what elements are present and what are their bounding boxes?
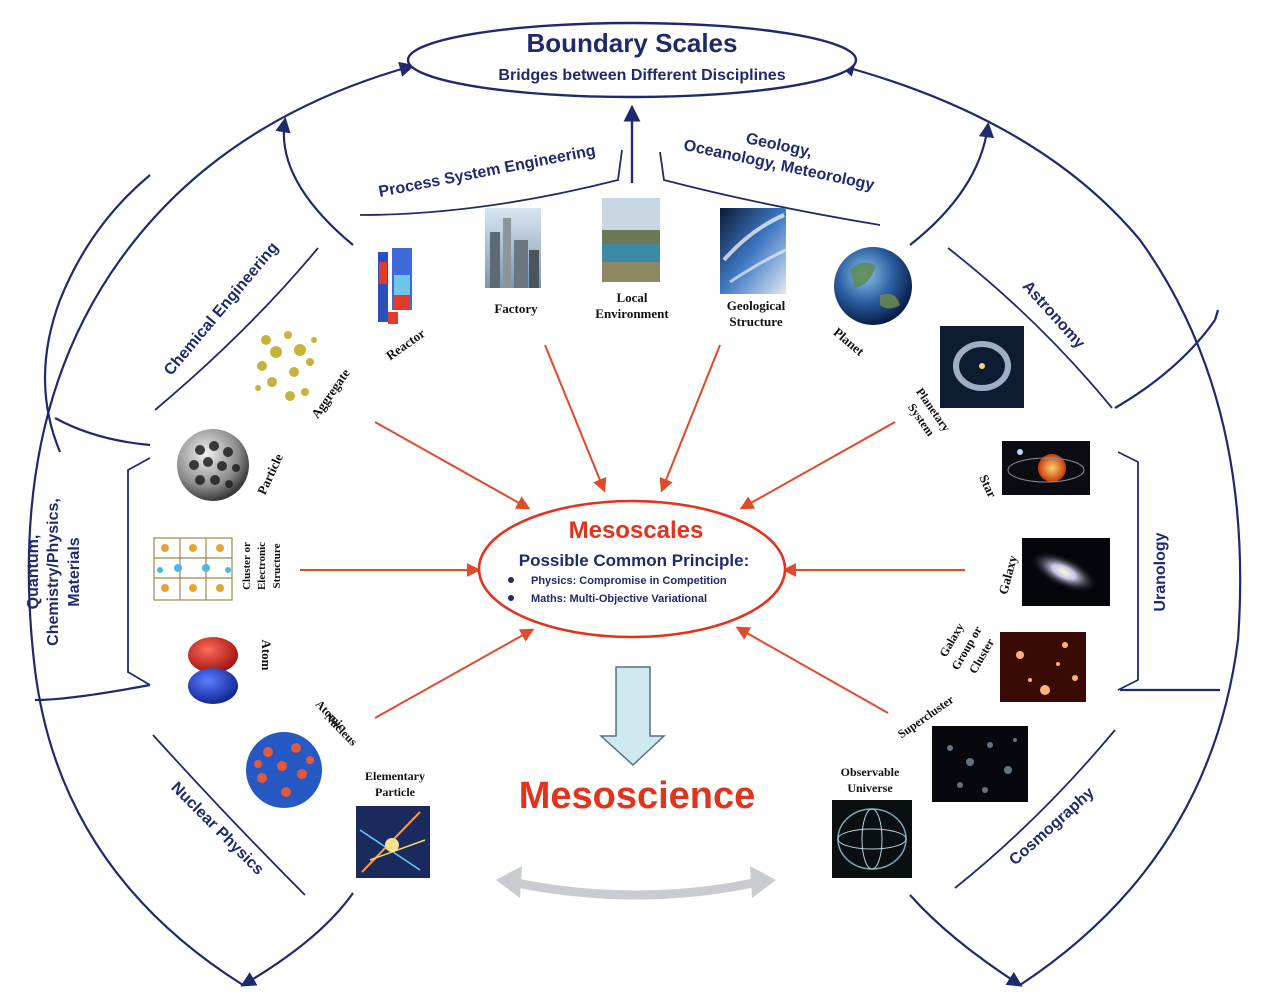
observable-universe-label-1: Observable [841, 765, 900, 779]
quantum-label-line2: Chemistry/Physics, [45, 498, 62, 646]
mesoscales-title: Mesoscales [569, 517, 704, 544]
geological-structure-label-2: Structure [729, 314, 782, 329]
cluster-label-3: Structure [271, 543, 283, 588]
atom-label: Atom [259, 639, 274, 670]
uranology-label: Uranology [1152, 532, 1169, 611]
galaxy-label: Galaxy [995, 553, 1020, 596]
geological-structure-image [720, 208, 787, 294]
atomic-nucleus-image [246, 732, 322, 808]
local-environment-label-2: Environment [595, 306, 669, 321]
cluster-label-1: Cluster or [241, 542, 253, 590]
planetary-system-image [940, 326, 1024, 408]
galaxy-image [1022, 538, 1110, 606]
nuclear-physics-label: Nuclear Physics [167, 779, 267, 879]
quantum-label-line1: Quantum, [25, 535, 42, 610]
cluster-label-2: Electronic [256, 542, 268, 590]
star-image [1002, 441, 1090, 495]
outer-flow-arcs [27, 61, 1242, 987]
elementary-particle-image [356, 806, 430, 878]
bullet-dot [508, 595, 514, 601]
reactor-label: Reactor [383, 325, 428, 363]
particle-label: Particle [254, 451, 286, 497]
reactor-icon [378, 248, 412, 324]
boundary-subtitle: Bridges between Different Disciplines [498, 67, 785, 84]
aggregate-image [255, 331, 317, 401]
gray-double-arrow [496, 866, 776, 900]
planet-image [834, 247, 912, 325]
bullet-dot [508, 577, 514, 583]
factory-label: Factory [494, 301, 538, 316]
supercluster-image [932, 726, 1028, 802]
discipline-brackets [127, 149, 1139, 896]
converging-arrows [300, 344, 965, 719]
mesoscales-ellipse [477, 499, 787, 639]
planet-label: Planet [831, 324, 868, 359]
galaxy-group-image [1000, 632, 1086, 702]
astronomy-label: Astronomy [1019, 278, 1088, 352]
common-principle-label: Possible Common Principle: [519, 551, 750, 570]
down-arrow [599, 666, 666, 767]
principle-bullet-maths: Maths: Multi-Objective Variational [531, 593, 707, 605]
elementary-particle-label-2: Particle [375, 785, 416, 799]
aggregate-label: Aggregate [308, 366, 353, 421]
boundary-title: Boundary Scales [527, 28, 738, 58]
star-label: Star [976, 472, 1000, 500]
quantum-label-line3: Materials [66, 537, 83, 606]
mesoscience-title: Mesoscience [519, 775, 756, 817]
atom-image [188, 637, 238, 704]
boundary-scales-ellipse [406, 21, 858, 99]
geological-structure-label-1: Geological [727, 298, 786, 313]
elementary-particle-label-1: Elementary [365, 769, 425, 783]
cluster-image [153, 537, 233, 601]
local-environment-label-1: Local [616, 290, 647, 305]
factory-image [485, 208, 541, 288]
observable-universe-label-2: Universe [847, 781, 893, 795]
principle-bullet-physics: Physics: Compromise in Competition [531, 575, 727, 587]
particle-image [177, 429, 249, 501]
local-environment-image [602, 198, 660, 282]
observable-universe-image [832, 800, 912, 878]
